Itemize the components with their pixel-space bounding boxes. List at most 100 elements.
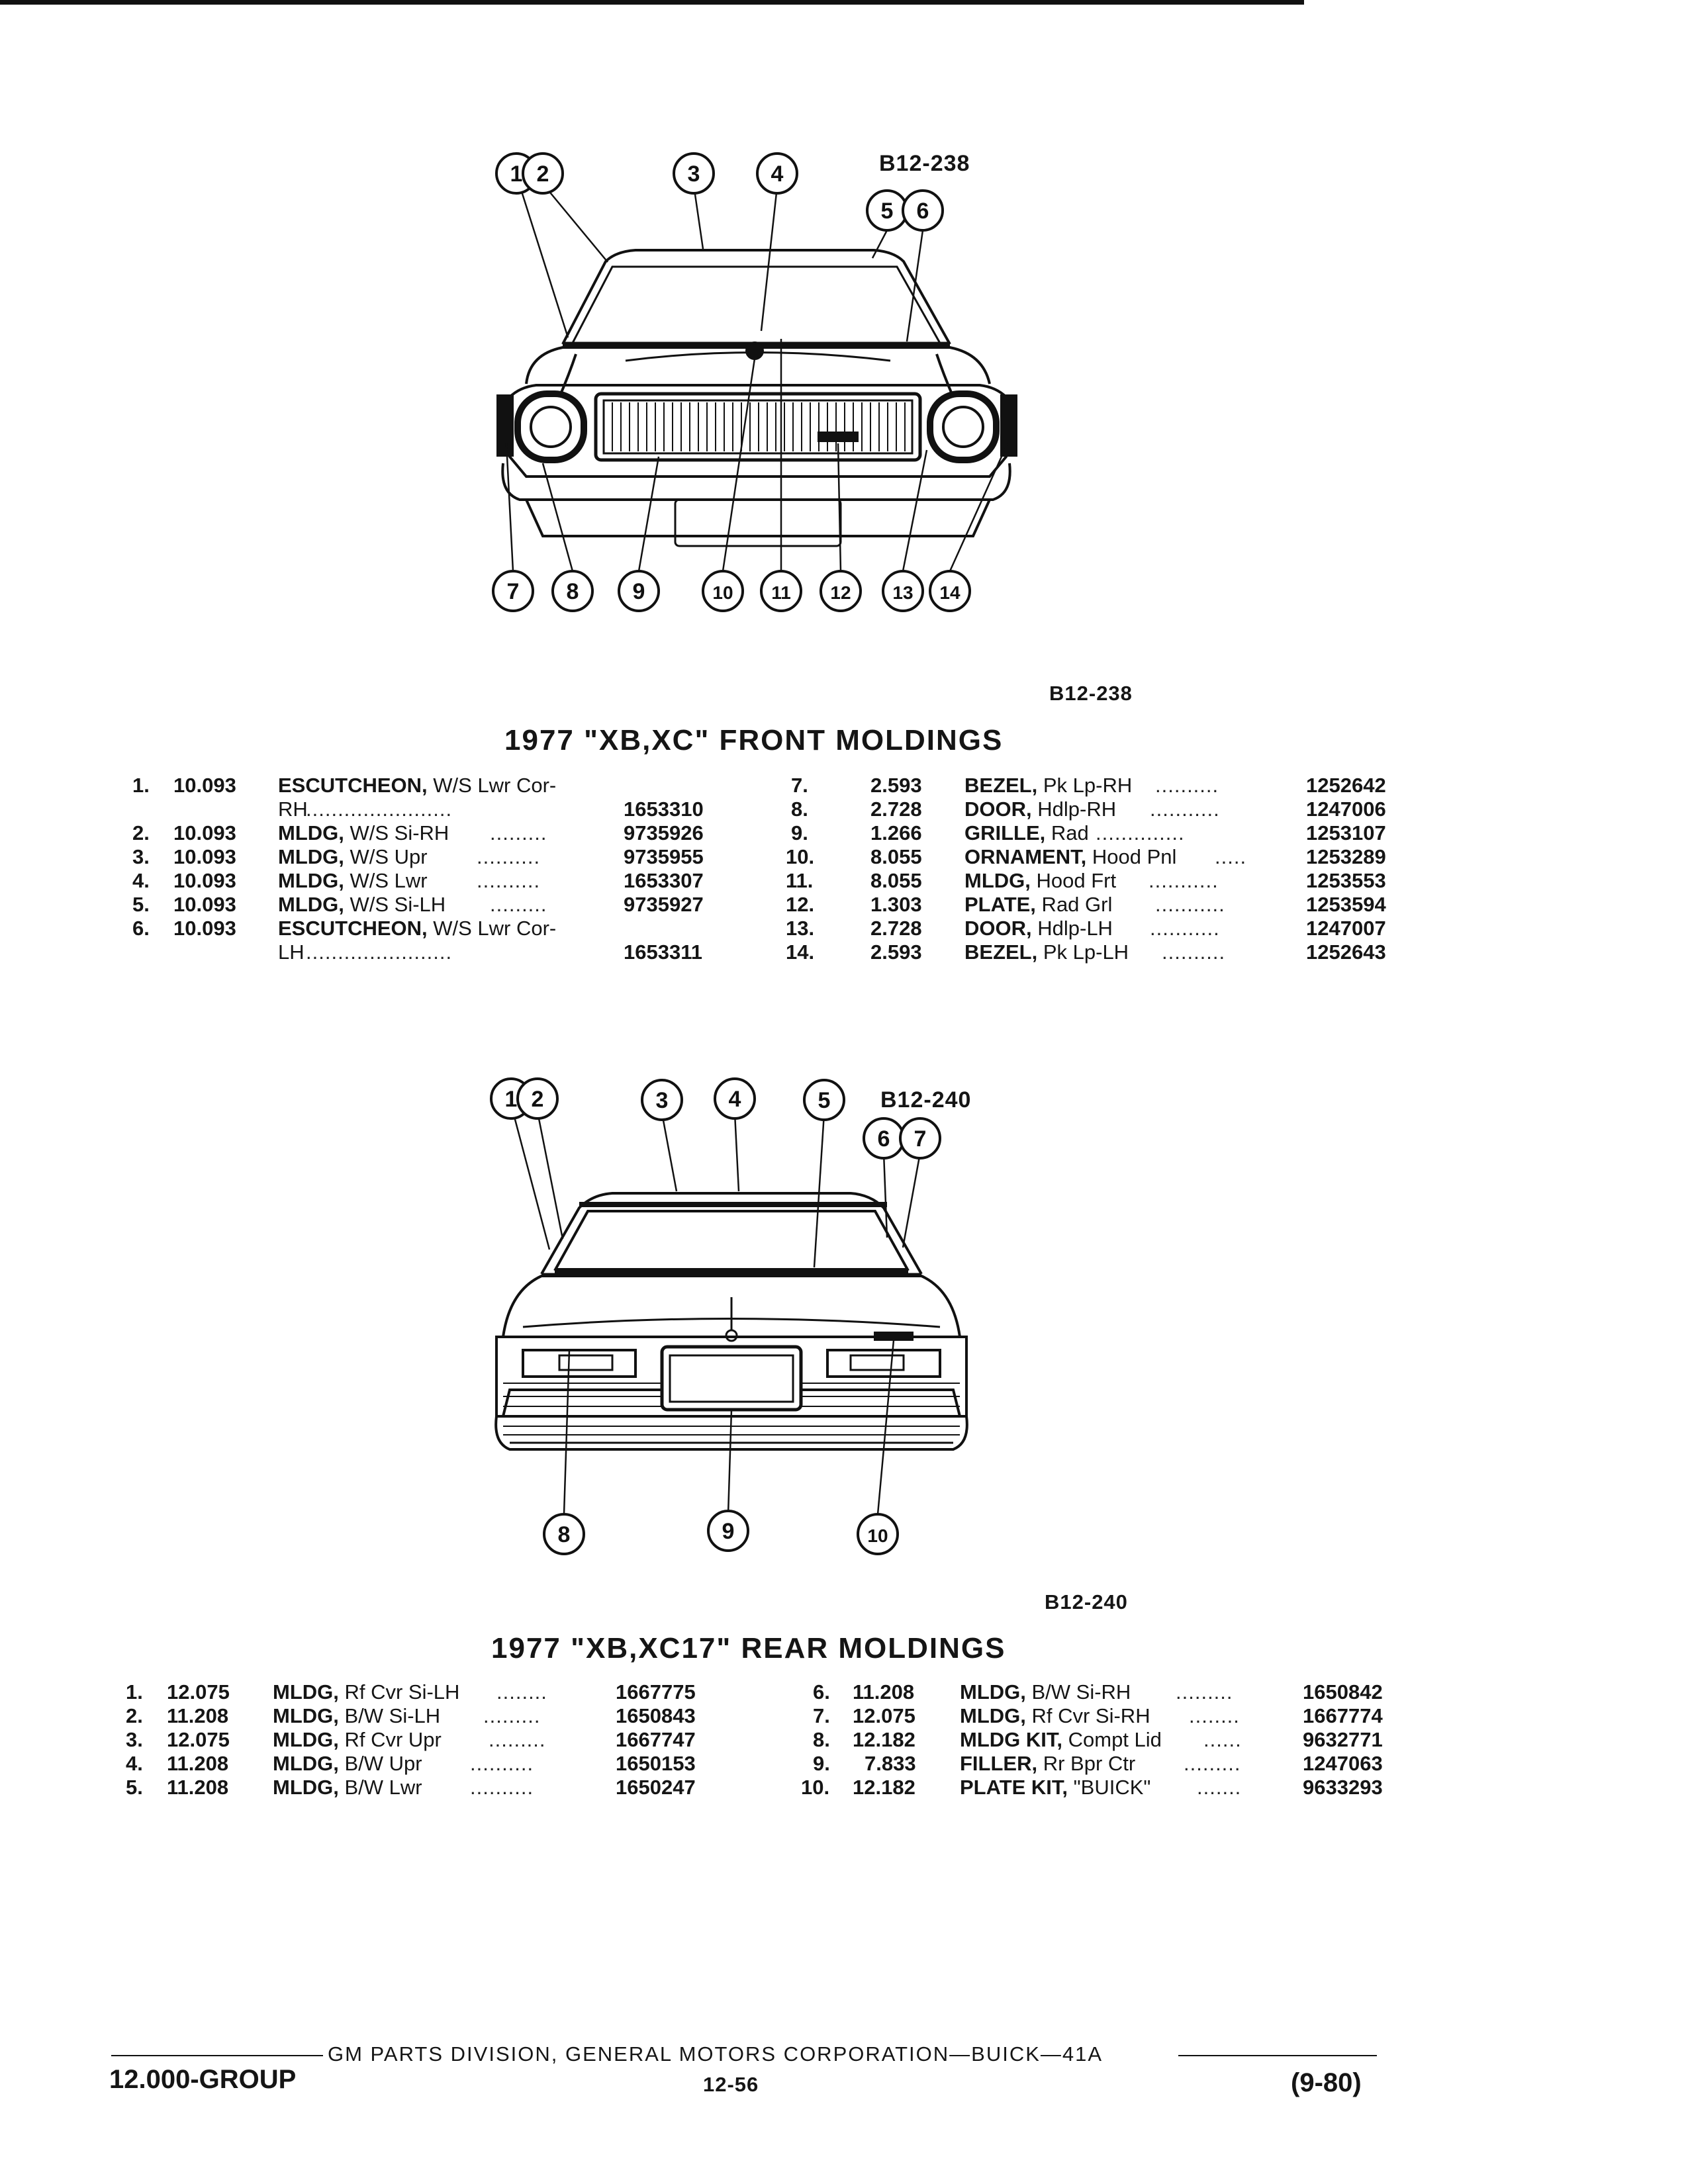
part-number: 9735926 xyxy=(624,821,704,844)
callout-label: 9 xyxy=(633,579,645,604)
footer-date: (9-80) xyxy=(1291,2068,1362,2097)
item-number: 6. xyxy=(132,917,150,940)
list-item-continuation: RH ....................... 1653310 xyxy=(278,797,704,821)
callout-9 xyxy=(618,570,660,612)
part-number: 1247007 xyxy=(1306,917,1386,940)
callout-label: 1 xyxy=(505,1087,518,1112)
part-number: 9735927 xyxy=(624,893,704,916)
part-number: 9735955 xyxy=(624,845,704,868)
callout-label: 5 xyxy=(881,199,894,224)
group-number: 10.093 xyxy=(173,845,236,868)
part-desc-cont: RH xyxy=(278,797,308,821)
footer-publisher: GM PARTS DIVISION, GENERAL MOTORS CORPOR… xyxy=(328,2042,1103,2066)
callout-label: 10 xyxy=(712,582,733,603)
callout-label: 5 xyxy=(818,1088,831,1113)
item-number: 11. xyxy=(786,869,814,892)
rear-figure-ref: B12-240 xyxy=(880,1087,972,1113)
part-name: MLDG, xyxy=(273,1728,339,1751)
list-item: 4. 11.208 MLDG, B/W Upr .......... 16501… xyxy=(126,1752,696,1775)
part-name: GRILLE, xyxy=(964,821,1046,844)
list-item: 12. 1.303 PLATE, Rad Grl ........... 125… xyxy=(786,893,1386,916)
part-name: MLDG, xyxy=(273,1752,339,1775)
part-number: 9633293 xyxy=(1303,1776,1383,1799)
part-name: MLDG, xyxy=(278,845,344,868)
item-number: 9. xyxy=(813,1752,830,1775)
list-item-continuation: LH ....................... 1653311 xyxy=(278,940,702,964)
part-name: BEZEL, xyxy=(964,774,1038,797)
callout-2 xyxy=(522,152,564,195)
callout-label: 9 xyxy=(722,1519,735,1544)
group-number: 10.093 xyxy=(173,917,236,940)
part-desc: Hdlp-RH xyxy=(1031,797,1117,821)
part-desc: Rr Bpr Ctr xyxy=(1037,1752,1136,1775)
list-item: 2. 10.093 MLDG, W/S Si-RH ......... 9735… xyxy=(132,821,704,844)
callout-7 xyxy=(492,570,534,612)
group-number: 10.093 xyxy=(173,821,236,844)
part-desc: Hdlp-LH xyxy=(1031,917,1113,940)
callout-6 xyxy=(902,189,944,232)
list-item: 10. 12.182 PLATE KIT, "BUICK" ....... 96… xyxy=(801,1776,1383,1799)
item-number: 2. xyxy=(126,1704,143,1727)
item-number: 8. xyxy=(813,1728,830,1751)
list-item: 2. 11.208 MLDG, B/W Si-LH ......... 1650… xyxy=(126,1704,696,1727)
group-number: 12.182 xyxy=(853,1728,915,1751)
callout-8 xyxy=(543,1513,585,1555)
part-name: ESCUTCHEON, xyxy=(278,774,428,797)
part-desc: Rad xyxy=(1045,821,1089,844)
list-item: 14. 2.593 BEZEL, Pk Lp-LH .......... 125… xyxy=(786,940,1386,964)
callout-label: 4 xyxy=(771,161,784,187)
part-desc: W/S Lwr Cor- xyxy=(427,774,557,797)
rear-section-title: 1977 "XB,XC17" REAR MOLDINGS xyxy=(491,1632,1006,1664)
part-number: 9632771 xyxy=(1303,1728,1383,1751)
footer-group: 12.000-GROUP xyxy=(109,2065,297,2094)
part-desc: Pk Lp-RH xyxy=(1037,774,1133,797)
group-number: 2.728 xyxy=(870,797,922,821)
group-number: 8.055 xyxy=(870,869,922,892)
callout-label: 14 xyxy=(939,582,961,603)
callout-label: 10 xyxy=(867,1525,888,1546)
callout-10 xyxy=(702,570,744,612)
group-number: 12.075 xyxy=(167,1680,230,1704)
callout-label: 13 xyxy=(892,582,913,603)
part-name: MLDG, xyxy=(960,1704,1026,1727)
item-number: 4. xyxy=(132,869,150,892)
list-item: 4. 10.093 MLDG, W/S Lwr .......... 16533… xyxy=(132,869,704,892)
part-name: BEZEL, xyxy=(964,940,1038,964)
part-name: MLDG, xyxy=(278,869,344,892)
part-name: MLDG, xyxy=(960,1680,1026,1704)
list-item: 8. 12.182 MLDG KIT, Compt Lid ...... 963… xyxy=(813,1728,1383,1751)
callout-label: 1 xyxy=(510,161,523,187)
part-desc: Rad Grl xyxy=(1035,893,1113,916)
part-desc: Hood Pnl xyxy=(1086,845,1177,868)
callout-label: 2 xyxy=(537,161,549,187)
item-number: 13. xyxy=(786,917,815,940)
front-figure-ref: B12-238 xyxy=(879,151,970,176)
item-number: 2. xyxy=(132,821,150,844)
part-desc: "BUICK" xyxy=(1068,1776,1151,1799)
item-number: 6. xyxy=(813,1680,830,1704)
callout-12 xyxy=(820,570,862,612)
front-section-title: 1977 "XB,XC" FRONT MOLDINGS xyxy=(504,724,1004,756)
part-name: PLATE KIT, xyxy=(960,1776,1068,1799)
part-desc: B/W Upr xyxy=(338,1752,422,1775)
callout-7 xyxy=(899,1117,941,1160)
item-number: 5. xyxy=(126,1776,143,1799)
callout-9 xyxy=(707,1510,749,1552)
part-number: 1650153 xyxy=(616,1752,696,1775)
callout-label: 12 xyxy=(830,582,851,603)
callout-label: 4 xyxy=(729,1087,741,1112)
callout-label: 8 xyxy=(558,1522,571,1547)
part-desc: W/S Lwr xyxy=(344,869,428,892)
part-name: MLDG KIT, xyxy=(960,1728,1062,1751)
list-item: 5. 10.093 MLDG, W/S Si-LH ......... 9735… xyxy=(132,893,704,916)
list-item: 8. 2.728 DOOR, Hdlp-RH ........... 12470… xyxy=(791,797,1386,821)
item-number: 8. xyxy=(791,797,808,821)
list-item: 6. 11.208 MLDG, B/W Si-RH ......... 1650… xyxy=(813,1680,1383,1704)
group-number: 12.075 xyxy=(853,1704,915,1727)
callout-label: 3 xyxy=(656,1088,669,1113)
callout-10 xyxy=(857,1513,899,1555)
group-number: 12.075 xyxy=(167,1728,230,1751)
list-item: 9. 1.266 GRILLE, Rad .............. 1253… xyxy=(791,821,1386,844)
item-number: 3. xyxy=(132,845,150,868)
rear-moldings-illustration: 1 2 3 4 5 6 7 8 9 10 xyxy=(490,1077,968,1555)
